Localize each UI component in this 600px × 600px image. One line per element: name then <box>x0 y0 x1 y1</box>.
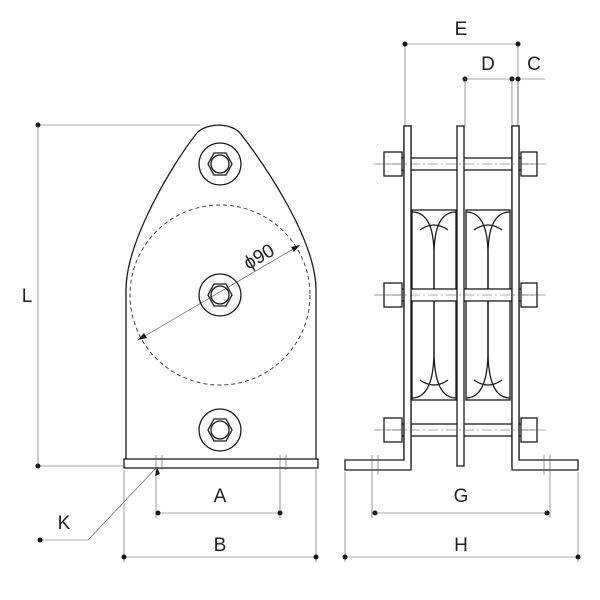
bottom-bolt <box>198 408 242 452</box>
label-a: A <box>214 486 227 507</box>
center-bolt <box>198 273 242 317</box>
label-k: K <box>58 513 71 534</box>
dimension-d: D <box>462 54 515 126</box>
center-plate <box>456 125 465 467</box>
left-foot <box>344 125 412 471</box>
sheave-right <box>465 209 511 401</box>
dimension-g: G <box>372 486 550 516</box>
label-d: D <box>481 54 495 75</box>
right-foot <box>511 125 579 471</box>
dimension-h: H <box>342 472 581 562</box>
dimension-e: E <box>402 19 521 126</box>
label-l: L <box>22 286 33 307</box>
label-g: G <box>454 486 469 507</box>
dimension-b: B <box>121 470 319 562</box>
front-view: ϕ90 <box>123 124 319 518</box>
label-h: H <box>454 535 468 556</box>
dimension-l: L <box>22 122 200 469</box>
dimension-a: A <box>155 486 283 516</box>
top-bolt <box>198 142 242 186</box>
base-plate <box>123 458 319 469</box>
label-e: E <box>455 19 468 40</box>
dimension-c: C <box>512 54 545 126</box>
side-plate-outline <box>125 124 317 466</box>
leader-k: K <box>37 466 160 543</box>
sheave-hidden-circle <box>129 204 311 386</box>
sheave-left <box>411 209 457 401</box>
label-b: B <box>214 535 227 556</box>
side-view <box>344 125 579 518</box>
label-c: C <box>527 54 541 75</box>
diameter-dimension-line <box>137 244 301 341</box>
diameter-arrow-1 <box>138 333 147 340</box>
diameter-arrow-2 <box>291 245 300 252</box>
